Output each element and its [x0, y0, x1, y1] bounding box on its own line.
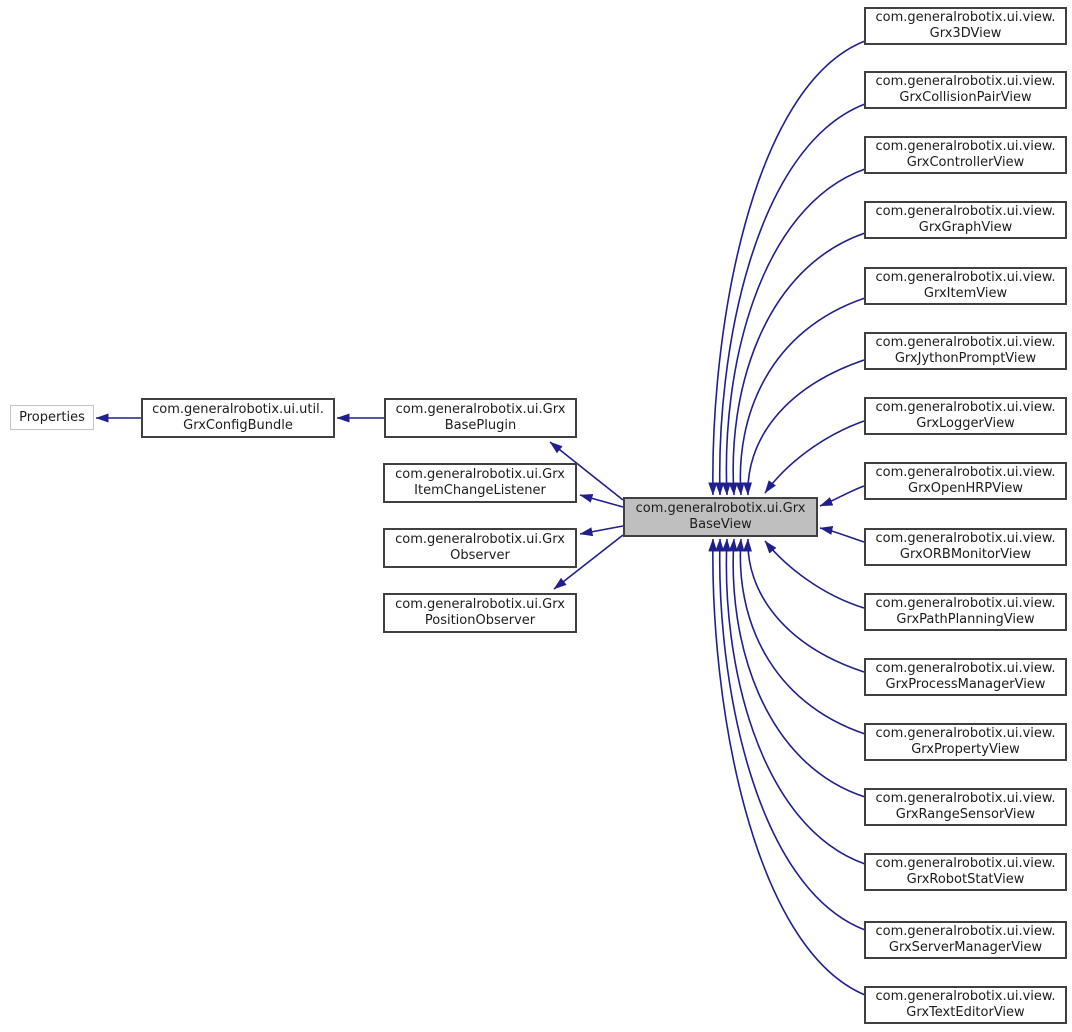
edge-grxorbmonitorview-to-baseview — [819, 526, 865, 543]
node-grxcollisionpairview[interactable]: com.generalrobotix.ui.view. GrxCollision… — [864, 71, 1067, 109]
node-grxobserver[interactable]: com.generalrobotix.ui.Grx Observer — [383, 528, 577, 568]
node-label-line1: com.generalrobotix.ui.view. — [875, 74, 1056, 89]
node-label-line1: com.generalrobotix.ui.view. — [875, 791, 1056, 806]
node-label-line1: com.generalrobotix.ui.view. — [875, 856, 1056, 871]
node-grxloggerview[interactable]: com.generalrobotix.ui.view. GrxLoggerVie… — [864, 397, 1067, 435]
node-label-line1: com.generalrobotix.ui.view. — [875, 531, 1056, 546]
node-grxconfigbundle[interactable]: com.generalrobotix.ui.util. GrxConfigBun… — [141, 398, 335, 438]
node-label-line1: com.generalrobotix.ui.view. — [875, 10, 1056, 25]
node-label-line1: com.generalrobotix.ui.Grx — [395, 597, 565, 612]
node-label-line1: com.generalrobotix.ui.Grx — [395, 402, 566, 417]
node-label-line2: GrxItemView — [923, 286, 1008, 301]
node-grxgraphview[interactable]: com.generalrobotix.ui.view. GrxGraphView — [864, 201, 1067, 239]
edge-grxitemview-to-baseview — [735, 297, 866, 496]
node-grxjythonpromptview[interactable]: com.generalrobotix.ui.view. GrxJythonPro… — [864, 332, 1067, 370]
node-grxprocessmanagerview[interactable]: com.generalrobotix.ui.view. GrxProcessMa… — [864, 658, 1067, 696]
node-grxpositionobserver[interactable]: com.generalrobotix.ui.Grx PositionObserv… — [383, 593, 577, 633]
node-label-line2: GrxJythonPromptView — [894, 351, 1037, 366]
node-label-line2: GrxCollisionPairView — [899, 90, 1032, 105]
node-grxcontrollerview[interactable]: com.generalrobotix.ui.view. GrxControlle… — [864, 136, 1067, 174]
node-label-line1: com.generalrobotix.ui.view. — [875, 270, 1056, 285]
node-label: Properties — [19, 409, 85, 425]
node-grxrangesensorview[interactable]: com.generalrobotix.ui.view. GrxRangeSens… — [864, 788, 1067, 826]
node-label-line2: GrxORBMonitorView — [899, 547, 1032, 562]
node-label-line1: com.generalrobotix.ui.view. — [875, 726, 1056, 741]
node-label-line2: GrxPropertyView — [911, 742, 1020, 757]
node-grxitemview[interactable]: com.generalrobotix.ui.view. GrxItemView — [864, 267, 1067, 305]
edge-grxrobotstatview-to-baseview — [721, 538, 866, 865]
node-grxbaseview-current: com.generalrobotix.ui.Grx BaseView — [623, 497, 818, 537]
edge-grxopenhrpview-to-baseview — [819, 485, 865, 507]
edge-grxpropertyview-to-baseview — [735, 538, 866, 735]
node-grxbaseplugin[interactable]: com.generalrobotix.ui.Grx BasePlugin — [384, 398, 577, 438]
node-grxpropertyview[interactable]: com.generalrobotix.ui.view. GrxPropertyV… — [864, 723, 1067, 761]
node-label-line2: BasePlugin — [444, 418, 517, 433]
node-label-line2: GrxConfigBundle — [183, 418, 293, 433]
node-grxtexteditorview[interactable]: com.generalrobotix.ui.view. GrxTextEdito… — [864, 986, 1067, 1024]
node-label-line1: com.generalrobotix.ui.view. — [875, 204, 1056, 219]
node-grxrobotstatview[interactable]: com.generalrobotix.ui.view. GrxRobotStat… — [864, 853, 1067, 891]
node-label-line2: GrxTextEditorView — [906, 1005, 1025, 1020]
node-label-line2: BaseView — [689, 517, 752, 532]
edge-grxcollisionpairview-to-baseview — [715, 103, 866, 496]
node-grx3dview[interactable]: com.generalrobotix.ui.view. Grx3DView — [864, 7, 1067, 45]
node-grxopenhrpview[interactable]: com.generalrobotix.ui.view. GrxOpenHRPVi… — [864, 462, 1067, 500]
edge-baseview-to-itemchangelistener — [579, 494, 624, 508]
node-label-line2: GrxGraphView — [918, 220, 1013, 235]
edge-grxgraphview-to-baseview — [728, 232, 866, 496]
node-label-line1: com.generalrobotix.ui.view. — [875, 465, 1056, 480]
node-label-line1: com.generalrobotix.ui.util. — [152, 402, 324, 417]
edge-grxpathplanningview-to-baseview — [764, 540, 865, 609]
node-label-line1: com.generalrobotix.ui.Grx — [635, 501, 806, 516]
node-label-line1: com.generalrobotix.ui.view. — [875, 924, 1056, 939]
node-label-line2: ItemChangeListener — [414, 483, 546, 498]
edge-grxcontrollerview-to-baseview — [721, 168, 866, 496]
node-label-line2: GrxServerManagerView — [888, 940, 1043, 955]
edge-grxloggerview-to-baseview — [764, 420, 865, 494]
edge-grx3dview-to-baseview — [708, 40, 866, 496]
node-label-line2: GrxProcessManagerView — [885, 677, 1046, 692]
node-label-line2: Observer — [450, 548, 510, 563]
edge-grxtexteditorview-to-baseview — [708, 538, 866, 996]
edge-grxservermanagerview-to-baseview — [715, 538, 866, 931]
edge-grxrangesensorview-to-baseview — [728, 538, 866, 798]
edge-baseview-to-baseplugin — [549, 441, 624, 501]
node-label-line2: GrxPathPlanningView — [896, 612, 1035, 627]
node-label-line1: com.generalrobotix.ui.Grx — [395, 532, 565, 547]
node-properties[interactable]: Properties — [10, 405, 94, 430]
node-label-line2: GrxControllerView — [906, 155, 1025, 170]
node-grxitemchangelistener[interactable]: com.generalrobotix.ui.Grx ItemChangeList… — [383, 463, 577, 503]
node-label-line1: com.generalrobotix.ui.Grx — [395, 467, 565, 482]
node-grxpathplanningview[interactable]: com.generalrobotix.ui.view. GrxPathPlann… — [864, 593, 1067, 631]
node-label-line2: GrxRangeSensorView — [895, 807, 1036, 822]
node-label-line1: com.generalrobotix.ui.view. — [875, 139, 1056, 154]
node-label-line1: com.generalrobotix.ui.view. — [875, 596, 1056, 611]
node-label-line1: com.generalrobotix.ui.view. — [875, 989, 1056, 1004]
edge-grxjythonpromptview-to-baseview — [743, 359, 865, 496]
node-label-line2: PositionObserver — [424, 613, 536, 628]
node-grxorbmonitorview[interactable]: com.generalrobotix.ui.view. GrxORBMonito… — [864, 528, 1067, 566]
edge-grxprocessmanagerview-to-baseview — [743, 538, 865, 673]
node-grxservermanagerview[interactable]: com.generalrobotix.ui.view. GrxServerMan… — [864, 921, 1067, 959]
edge-baseview-to-positionobserver — [553, 534, 624, 590]
node-label-line2: GrxRobotStatView — [906, 872, 1025, 887]
node-label-line1: com.generalrobotix.ui.view. — [875, 400, 1056, 415]
node-label-line2: GrxOpenHRPView — [908, 481, 1023, 496]
node-label-line2: GrxLoggerView — [916, 416, 1015, 431]
node-label-line2: Grx3DView — [929, 26, 1002, 41]
edge-baseview-to-observer — [579, 525, 624, 537]
node-label-line1: com.generalrobotix.ui.view. — [875, 335, 1056, 350]
node-label-line1: com.generalrobotix.ui.view. — [875, 661, 1056, 676]
